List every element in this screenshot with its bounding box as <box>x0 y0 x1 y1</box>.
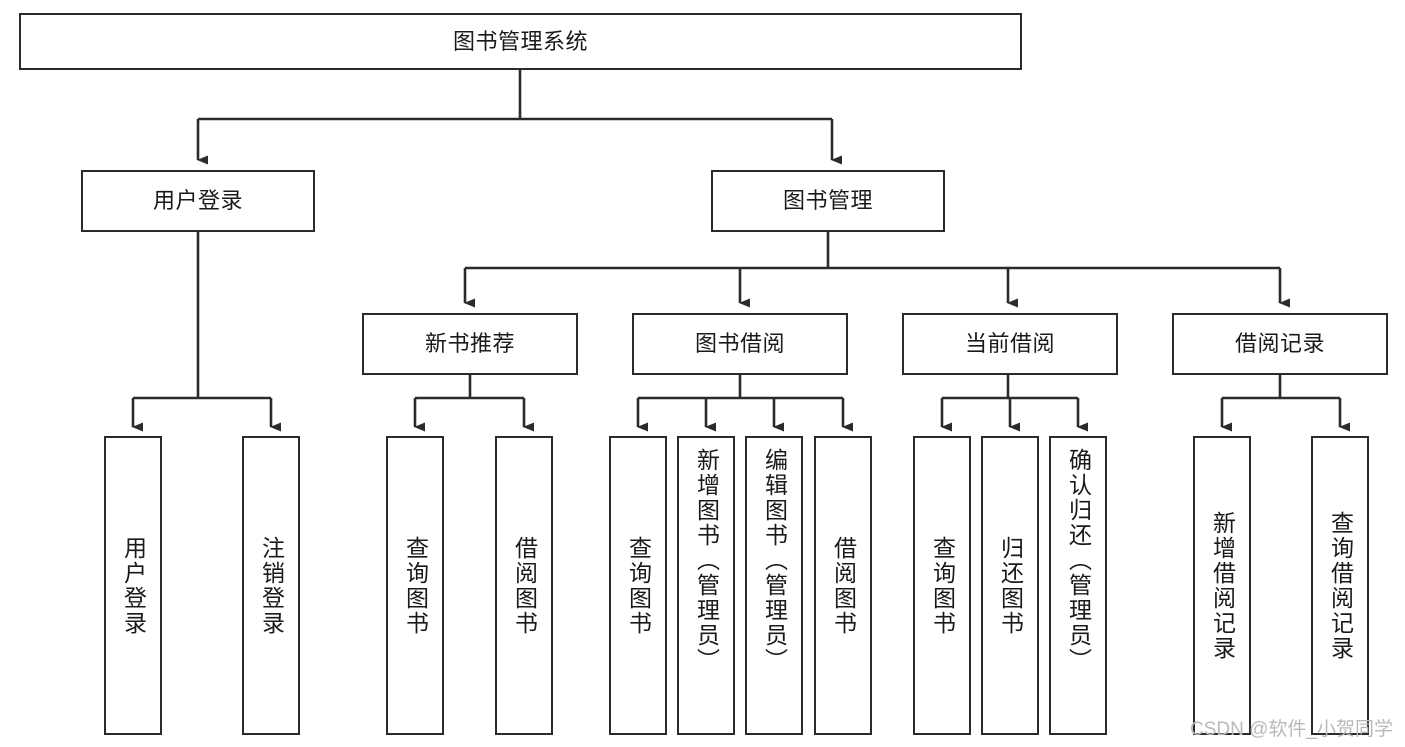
node-leaf-query-book-2[interactable]: 查询图书 <box>609 436 667 735</box>
node-leaf-query-record[interactable]: 查询借阅记录 <box>1311 436 1369 735</box>
node-leaf-add-record[interactable]: 新增借阅记录 <box>1193 436 1251 735</box>
node-label: 图书借阅 <box>694 331 785 357</box>
node-label: 当前借阅 <box>964 331 1055 357</box>
node-book-borrow[interactable]: 图书借阅 <box>632 313 848 375</box>
node-leaf-query-book-1[interactable]: 查询图书 <box>386 436 444 735</box>
node-current-borrow[interactable]: 当前借阅 <box>902 313 1118 375</box>
node-label: 图书管理系统 <box>452 28 588 54</box>
node-new-book-recommend[interactable]: 新书推荐 <box>362 313 578 375</box>
node-leaf-borrow-book-2[interactable]: 借阅图书 <box>814 436 872 735</box>
node-leaf-borrow-book-1[interactable]: 借阅图书 <box>495 436 553 735</box>
node-label: 用户登录 <box>152 188 243 214</box>
node-leaf-edit-book[interactable]: 编辑图书（管理员） <box>745 436 803 735</box>
node-leaf-confirm-return[interactable]: 确认归还（管理员） <box>1049 436 1107 735</box>
node-book-management[interactable]: 图书管理 <box>711 170 945 232</box>
node-label: 借阅图书 <box>830 535 857 636</box>
node-leaf-return-book[interactable]: 归还图书 <box>981 436 1039 735</box>
node-label: 查询图书 <box>929 535 956 636</box>
node-label: 查询图书 <box>625 535 652 636</box>
node-borrow-record[interactable]: 借阅记录 <box>1172 313 1388 375</box>
node-label: 用户登录 <box>120 535 147 636</box>
node-label: 归还图书 <box>997 535 1024 636</box>
node-label: 新增借阅记录 <box>1209 510 1236 661</box>
node-leaf-logout-login[interactable]: 注销登录 <box>242 436 300 735</box>
node-label: 查询借阅记录 <box>1327 510 1354 661</box>
node-user-login[interactable]: 用户登录 <box>81 170 315 232</box>
node-label: 确认归还（管理员） <box>1065 448 1092 673</box>
node-root-book-management-system[interactable]: 图书管理系统 <box>19 13 1022 70</box>
node-leaf-user-login[interactable]: 用户登录 <box>104 436 162 735</box>
node-label: 借阅记录 <box>1234 331 1325 357</box>
node-leaf-add-book[interactable]: 新增图书（管理员） <box>677 436 735 735</box>
node-leaf-query-book-3[interactable]: 查询图书 <box>913 436 971 735</box>
node-label: 注销登录 <box>258 535 285 636</box>
node-label: 借阅图书 <box>511 535 538 636</box>
node-label: 新书推荐 <box>424 331 515 357</box>
node-label: 图书管理 <box>782 188 873 214</box>
csdn-watermark: CSDN @软件_小贺同学 <box>1190 719 1393 740</box>
node-label: 新增图书（管理员） <box>693 448 720 673</box>
node-label: 编辑图书（管理员） <box>761 448 788 673</box>
node-label: 查询图书 <box>402 535 429 636</box>
